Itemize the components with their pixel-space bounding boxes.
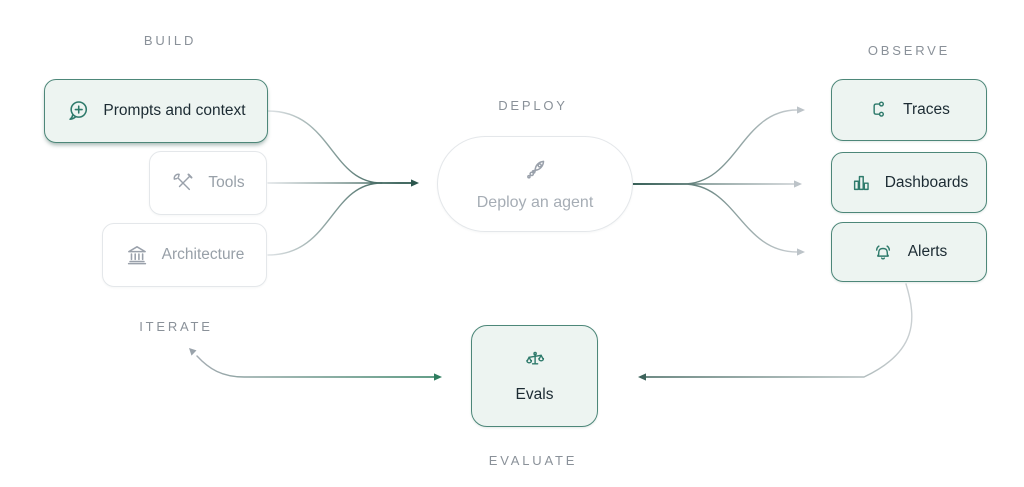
node-label: Deploy an agent	[476, 193, 594, 211]
bell-icon	[871, 240, 895, 264]
bar-chart-icon	[850, 172, 872, 194]
bank-icon	[125, 243, 149, 267]
node-architecture[interactable]: Architecture	[102, 223, 267, 287]
node-label: Evals	[515, 385, 554, 403]
node-label: Prompts and context	[103, 102, 246, 119]
node-label: Alerts	[907, 243, 948, 260]
edge-observe-evals	[645, 283, 913, 378]
edge-deploy-alerts	[632, 183, 798, 253]
node-label: Dashboards	[884, 173, 969, 191]
arrowhead-into-evals-right	[638, 373, 646, 381]
arrowhead-into-dashboards	[794, 180, 802, 188]
rocket-icon	[521, 157, 549, 185]
trace-branch-icon	[868, 99, 890, 121]
stage-label-iterate: ITERATE	[139, 319, 213, 334]
node-traces[interactable]: Traces	[831, 79, 987, 141]
arrowhead-into-evals-left	[434, 373, 442, 381]
scales-icon	[523, 349, 547, 373]
stage-label-deploy: DEPLOY	[498, 98, 568, 113]
wrench-screwdriver-icon	[171, 171, 195, 195]
edge-deploy-traces	[632, 109, 798, 185]
node-alerts[interactable]: Alerts	[831, 222, 987, 282]
arrowhead-into-alerts	[797, 248, 805, 256]
edge-architecture-deploy	[267, 182, 383, 256]
node-label: Tools	[208, 174, 245, 191]
node-tools[interactable]: Tools	[149, 151, 267, 215]
node-prompts-and-context[interactable]: Prompts and context	[44, 79, 268, 143]
node-evals[interactable]: Evals	[471, 325, 598, 427]
edge-evals-iterate	[196, 355, 435, 378]
stage-label-evaluate: EVALUATE	[488, 453, 578, 468]
node-dashboards[interactable]: Dashboards	[831, 152, 987, 213]
arrowhead-to-iterate	[189, 348, 197, 356]
stage-label-build: BUILD	[143, 33, 197, 48]
node-deploy-an-agent[interactable]: Deploy an agent	[437, 136, 633, 232]
edge-prompts-deploy	[267, 110, 412, 184]
arrowhead-into-traces	[797, 106, 805, 114]
arrowhead-into-deploy	[411, 179, 419, 187]
node-label: Traces	[903, 101, 950, 118]
speech-bubble-plus-icon	[66, 99, 90, 123]
node-label: Architecture	[161, 246, 245, 263]
stage-label-observe: OBSERVE	[867, 43, 951, 58]
